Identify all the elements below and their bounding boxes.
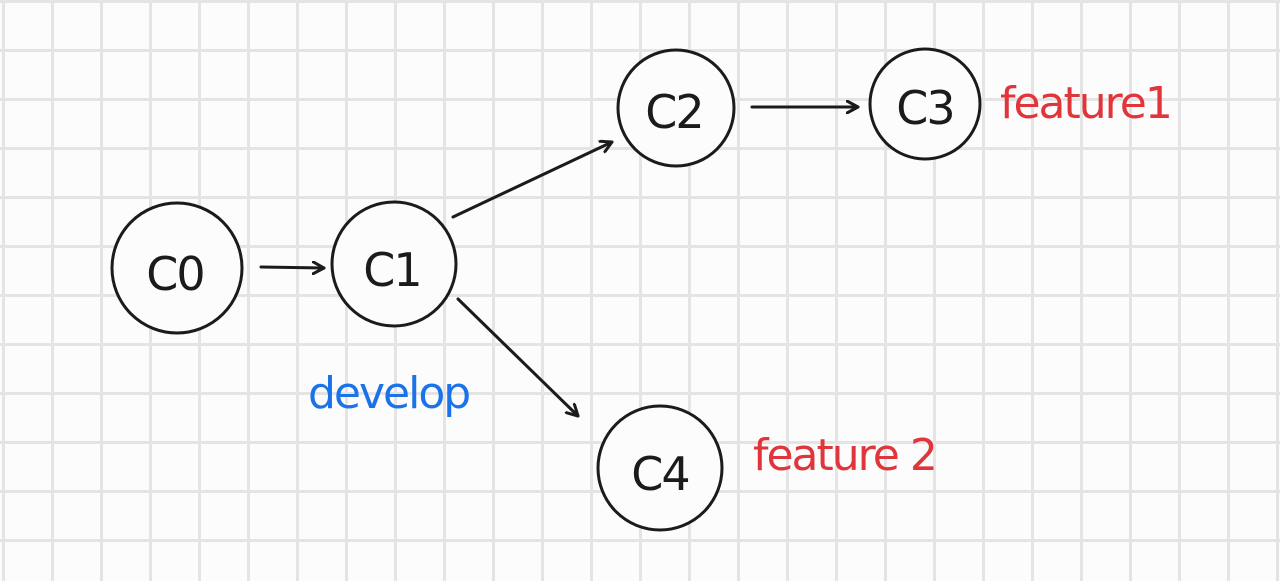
commit-label-c3: C3 <box>896 81 953 135</box>
commit-node-c0: C0 <box>110 201 244 335</box>
commit-label-c0: C0 <box>146 247 203 301</box>
commit-node-c3: C3 <box>868 47 982 161</box>
commit-label-c2: C2 <box>645 85 702 139</box>
commit-label-c1: C1 <box>363 243 420 297</box>
commit-node-c4: C4 <box>596 404 724 532</box>
commit-node-c2: C2 <box>616 48 736 168</box>
branch-label-develop: develop <box>308 368 469 419</box>
edge-c0-c1 <box>259 267 326 268</box>
commit-label-c4: C4 <box>631 447 688 501</box>
branch-label-feature1: feature1 <box>1000 78 1171 129</box>
branch-label-feature2: feature 2 <box>753 430 936 481</box>
edge-c1-c2 <box>451 142 614 219</box>
commit-node-c1: C1 <box>330 200 458 328</box>
edge-c1-c4 <box>456 297 580 418</box>
